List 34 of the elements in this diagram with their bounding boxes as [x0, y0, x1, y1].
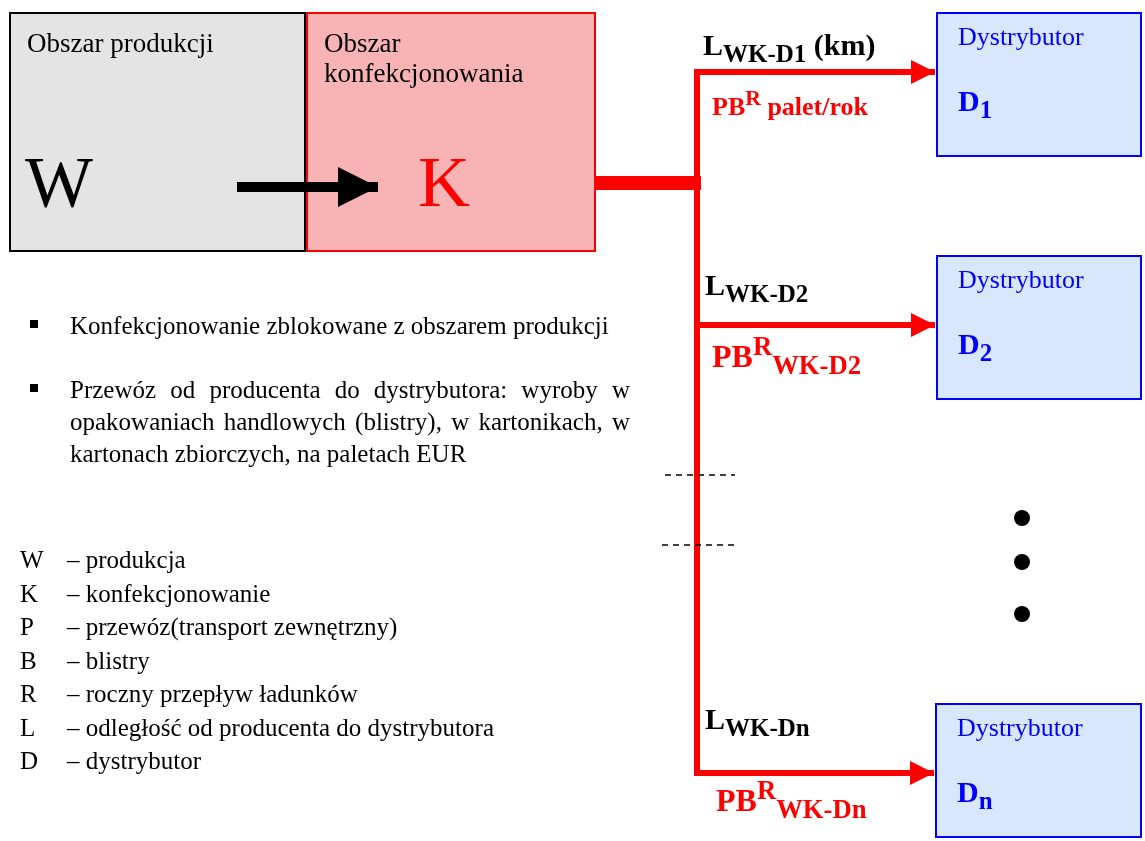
abbreviation: B	[20, 646, 37, 675]
box-heading: Obszar konfekcjonowania	[324, 28, 525, 88]
abbreviation-definition: – odległość od producenta do dystrybutora	[67, 713, 494, 742]
distributor-symbol: D$_{n}$	[957, 775, 993, 809]
bullet-text: Konfekcjonowanie zblokowane z obszarem produkcji	[70, 311, 610, 341]
abbreviation-definition: – dystrybutor	[67, 747, 202, 775]
box-heading: Dystrybutor	[957, 713, 1083, 743]
distributor-symbol: D$_{2}$	[958, 327, 993, 361]
distributor-box	[935, 703, 1142, 838]
flow-label: PB$^{R}$ palet/rok	[712, 92, 868, 122]
area-box	[9, 12, 306, 252]
arrow	[237, 167, 378, 207]
box-heading: Obszar produkcji	[27, 28, 215, 58]
abbreviation-definition: – blistry	[67, 646, 150, 675]
box-heading: Dystrybutor	[958, 265, 1084, 295]
abbreviation: P	[20, 613, 34, 641]
abbreviation-definition: – produkcja	[67, 546, 186, 574]
connector-trunk	[596, 176, 701, 190]
distributor-symbol: D$_{1}$	[958, 84, 993, 118]
abbreviation-definition: – roczny przepływ ładunków	[67, 680, 358, 708]
distributor-box	[936, 255, 1142, 400]
abbreviation: K	[20, 579, 39, 608]
abbreviation: W	[20, 546, 44, 574]
area-box	[306, 12, 596, 252]
area-symbol: W	[25, 144, 93, 220]
abbreviation-definition: – konfekcjonowanie	[67, 579, 271, 608]
box-heading: Dystrybutor	[958, 22, 1084, 52]
bullet-text: Przewóz od producenta do dystrybutora: wyroby w opakowaniach handlowych (blistry), w kartonikach, w kartonach zbiorczych, na paletach EUR	[70, 375, 630, 469]
abbreviation: D	[20, 747, 39, 775]
abbreviation: R	[20, 680, 37, 708]
distributor-box	[936, 12, 1142, 157]
abbreviation-definition: – przewóz(transport zewnętrzny)	[67, 613, 398, 641]
abbreviation: L	[20, 713, 36, 742]
area-symbol: K	[418, 144, 470, 220]
